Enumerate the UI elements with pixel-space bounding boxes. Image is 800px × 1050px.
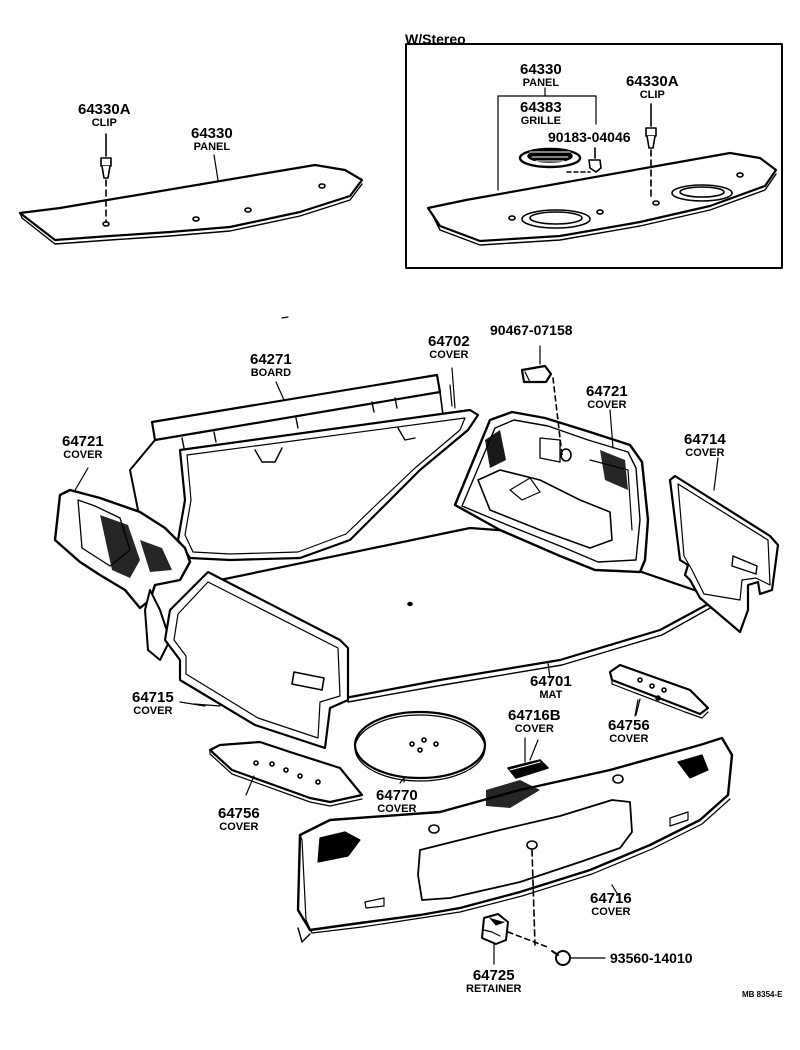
cover-right-wheel-shape	[453, 409, 650, 574]
part-number: 64714	[684, 431, 726, 448]
part-name: COVER	[514, 723, 554, 735]
cover-right-side-shape	[668, 457, 780, 634]
part-name: PANEL	[522, 77, 560, 89]
part-name: COVER	[587, 399, 627, 411]
part-number: 93560-14010	[610, 950, 693, 966]
cover-plate-left-shape	[208, 740, 364, 807]
stereo-inset-frame	[405, 43, 783, 269]
part-name: COVER	[219, 821, 259, 833]
part-number: 64702	[428, 333, 470, 350]
stereo-inset-title: W/Stereo	[405, 31, 466, 47]
label-cover-plate-right: 64756 COVER	[608, 718, 650, 745]
cover-left-side-shape	[163, 570, 350, 750]
part-number: 90467-07158	[490, 322, 573, 338]
part-number: 64725	[472, 967, 515, 984]
part-name: COVER	[685, 447, 725, 459]
cover-plate-right-shape	[608, 663, 710, 719]
part-number: 64721	[62, 433, 104, 450]
label-screw-grille: 90183-04046	[548, 130, 631, 144]
clip-stereo-shape	[645, 103, 657, 201]
reference-code: MB 8354-E	[742, 990, 783, 999]
cover-mid-shape	[507, 739, 549, 779]
part-name: COVER	[63, 449, 103, 461]
retainer-shape	[481, 913, 551, 965]
part-number: 64756	[218, 805, 260, 822]
label-retainer: 64725 RETAINER	[466, 968, 521, 995]
label-fastener-top: 90467-07158	[490, 323, 573, 337]
cover-spare-shape	[353, 710, 487, 784]
screw-grille-shape	[566, 147, 602, 173]
part-name: RETAINER	[466, 983, 522, 995]
clip-left-shape	[100, 133, 112, 223]
part-number: 64330A	[78, 101, 131, 118]
part-name: GRILLE	[520, 115, 562, 127]
label-grille: 64383 GRILLE	[520, 100, 562, 127]
label-clip-stereo: 64330A CLIP	[626, 74, 679, 101]
label-panel-left: 64330 PANEL	[191, 126, 233, 153]
part-name: COVER	[591, 906, 631, 918]
label-cover-mid: 64716B COVER	[508, 708, 561, 735]
panel-left-shape	[18, 163, 364, 245]
part-number: 64701	[530, 673, 572, 690]
fastener-top-shape	[520, 345, 563, 456]
part-name: CLIP	[639, 89, 665, 101]
label-cover-left-wheel: 64721 COVER	[62, 434, 104, 461]
leader-panel-left	[213, 154, 219, 181]
label-mat: 64701 MAT	[530, 674, 572, 701]
screw-rear-shape	[551, 950, 606, 966]
leader-lines	[179, 384, 641, 886]
part-name: COVER	[133, 705, 173, 717]
part-name: BOARD	[250, 367, 292, 379]
part-number: 64330	[520, 61, 562, 78]
part-number: 64330	[191, 125, 233, 142]
cover-rear-shape	[296, 736, 734, 946]
part-name: COVER	[609, 733, 649, 745]
panel-stereo-shape	[426, 151, 778, 246]
part-name: CLIP	[91, 117, 117, 129]
part-number: 64330A	[626, 73, 679, 90]
part-number: 90183-04046	[548, 129, 631, 145]
part-name: COVER	[429, 349, 469, 361]
label-cover-spare: 64770 COVER	[376, 788, 418, 815]
corner-mark	[281, 316, 289, 319]
label-cover-right-wheel: 64721 COVER	[586, 384, 628, 411]
cover-left-wheel-shape	[53, 467, 192, 661]
part-number: 64770	[376, 787, 418, 804]
part-number: 64716	[590, 890, 632, 907]
part-number: 64721	[586, 383, 628, 400]
part-number: 64716B	[508, 707, 561, 724]
part-number: 64383	[520, 99, 562, 116]
label-cover-plate-left: 64756 COVER	[218, 806, 260, 833]
part-name: PANEL	[193, 141, 231, 153]
label-cover-left-side: 64715 COVER	[132, 690, 174, 717]
label-panel-stereo: 64330 PANEL	[520, 62, 562, 89]
part-number: 64715	[132, 689, 174, 706]
label-cover-rear: 64716 COVER	[590, 891, 632, 918]
part-number: 64271	[250, 351, 292, 368]
part-name: MAT	[539, 689, 563, 701]
label-cover-right-side: 64714 COVER	[684, 432, 726, 459]
label-screw-rear: 93560-14010	[610, 951, 693, 965]
label-cover-back: 64702 COVER	[428, 334, 470, 361]
grille-shape	[518, 147, 582, 169]
part-number: 64756	[608, 717, 650, 734]
board-shape	[129, 373, 446, 531]
label-clip-left: 64330A CLIP	[78, 102, 131, 129]
leader-stereo-bracket	[497, 87, 597, 191]
part-name: COVER	[377, 803, 417, 815]
label-board: 64271 BOARD	[250, 352, 292, 379]
